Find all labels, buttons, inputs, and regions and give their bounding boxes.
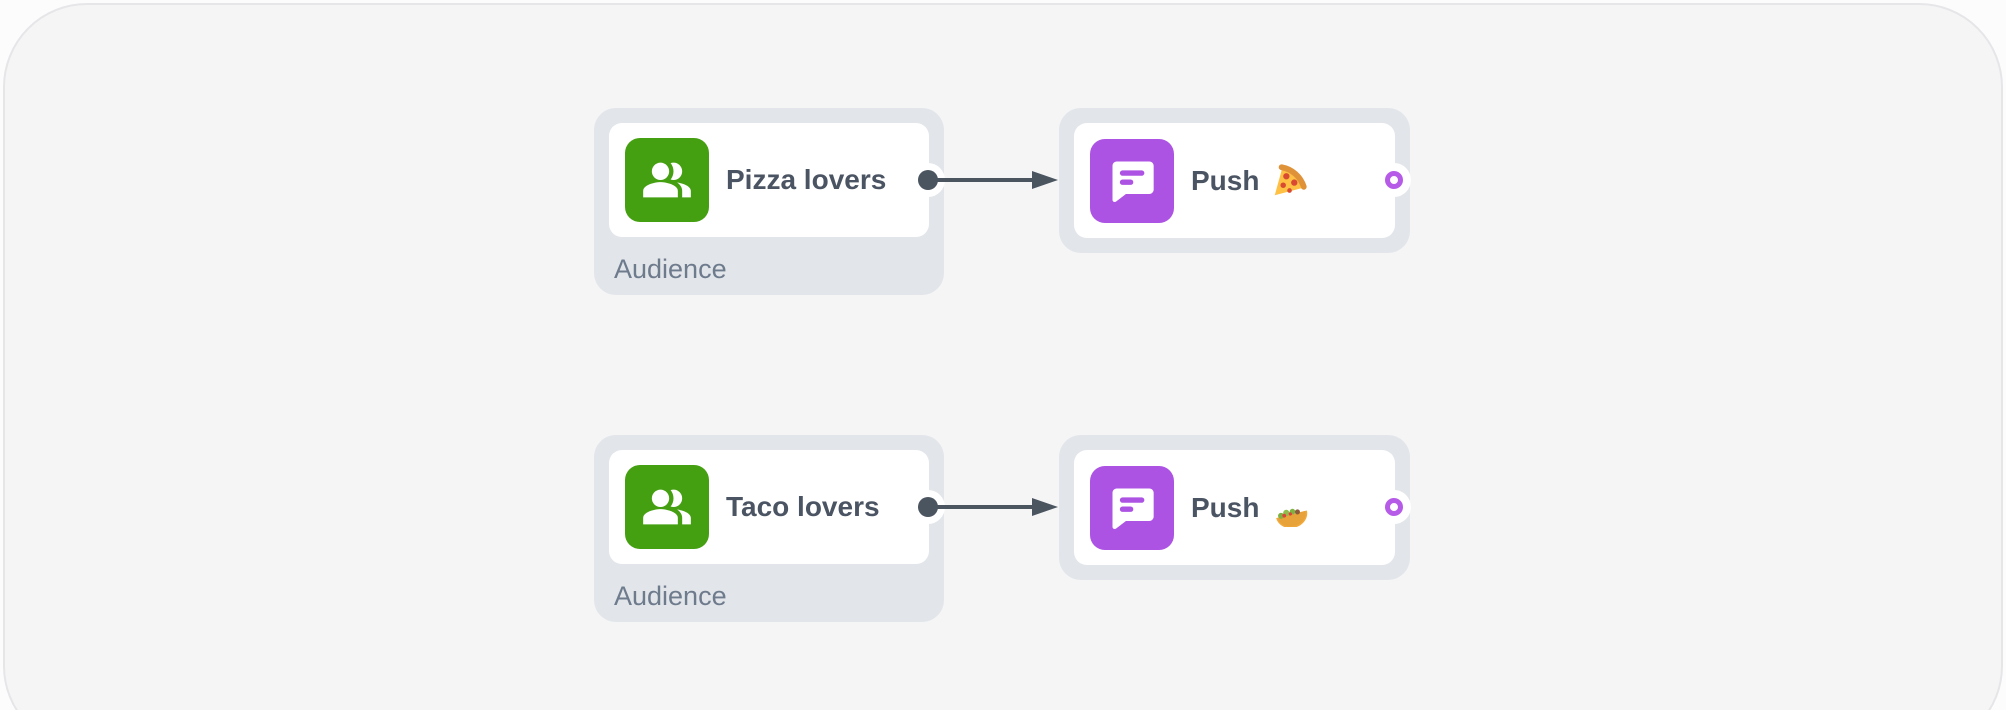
- node-title: Pizza lovers: [726, 164, 887, 195]
- push-card[interactable]: Push: [1074, 450, 1395, 565]
- push-label: Push: [1191, 164, 1260, 196]
- audience-card[interactable]: Taco lovers: [609, 450, 929, 564]
- connector-arrow: [937, 498, 1058, 516]
- flow-canvas[interactable]: Pizza lovers Audience: [3, 3, 2003, 710]
- push-node-pizza[interactable]: Push: [1059, 108, 1411, 253]
- people-icon: [625, 138, 709, 222]
- connector-arrow: [937, 171, 1058, 189]
- flow-row-pizza: Pizza lovers Audience: [5, 108, 2001, 308]
- audience-node-pizza-lovers[interactable]: Pizza lovers Audience: [594, 108, 945, 295]
- outlet-port[interactable]: [1385, 498, 1403, 516]
- push-node-taco[interactable]: Push: [1059, 435, 1411, 580]
- node-title: Push: [1191, 489, 1312, 527]
- node-type-label: Audience: [614, 254, 727, 284]
- audience-node-taco-lovers[interactable]: Taco lovers Audience: [594, 435, 945, 622]
- taco-emoji-icon: [1276, 508, 1308, 527]
- push-label: Push: [1191, 491, 1260, 523]
- pizza-emoji-icon: [1275, 163, 1308, 195]
- node-title: Push: [1191, 162, 1308, 200]
- flow-row-taco: Taco lovers Audience: [5, 435, 2001, 635]
- chat-bubble-icon: [1090, 465, 1174, 550]
- push-card[interactable]: Push: [1074, 123, 1395, 238]
- audience-card[interactable]: Pizza lovers: [609, 123, 929, 237]
- connector-dot[interactable]: [918, 170, 938, 190]
- outlet-port[interactable]: [1385, 171, 1403, 189]
- connector-dot[interactable]: [918, 497, 938, 517]
- node-title: Taco lovers: [726, 491, 880, 522]
- node-type-label: Audience: [614, 581, 727, 611]
- people-icon: [625, 465, 709, 549]
- chat-bubble-icon: [1090, 138, 1174, 223]
